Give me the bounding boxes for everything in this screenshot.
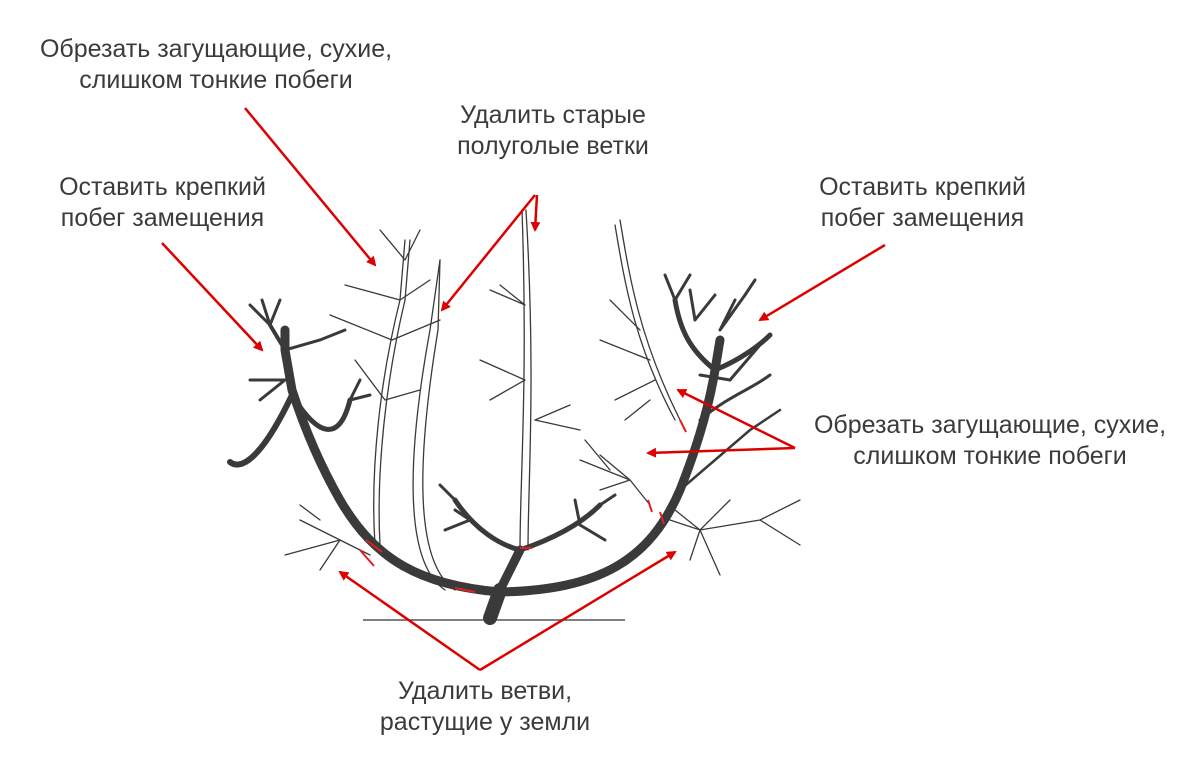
- arrow-right-replacement: [758, 243, 886, 322]
- arrow-top-left-thin: [244, 107, 377, 267]
- arrow-old-branch-2: [530, 194, 541, 232]
- label-cut-thin-right: Обрезать загущающие, сухие, слишком тонк…: [790, 410, 1190, 472]
- label-line: слишком тонкие побеги: [79, 66, 353, 94]
- main-branches: [227, 273, 782, 625]
- arrow-ground-right: [479, 550, 677, 672]
- pointer-arrows: [161, 107, 886, 672]
- arrow-right-thin-2: [646, 446, 796, 458]
- label-line: слишком тонкие побеги: [853, 442, 1127, 470]
- label-keep-replacement-right: Оставить крепкий побег замещения: [790, 172, 1055, 234]
- label-line: растущие у земли: [379, 708, 591, 736]
- thin-branches: [284, 209, 801, 591]
- arrow-ground-left: [338, 570, 481, 672]
- label-remove-old-branches: Удалить старые полуголые ветки: [428, 100, 678, 162]
- arrow-old-branch-1: [440, 194, 536, 312]
- label-line: Оставить крепкий: [59, 173, 266, 201]
- label-line: побег замещения: [820, 204, 1025, 232]
- label-line: полуголые ветки: [457, 132, 649, 160]
- arrow-right-thin-1: [676, 388, 796, 450]
- label-line: побег замещения: [60, 204, 265, 232]
- label-line: Обрезать загущающие, сухие,: [813, 411, 1167, 439]
- label-remove-ground-branches: Удалить ветви, растущие у земли: [360, 676, 610, 738]
- label-line: Удалить ветви,: [397, 677, 573, 705]
- label-cut-thin-top-left: Обрезать загущающие, сухие, слишком тонк…: [20, 34, 412, 96]
- label-keep-replacement-left: Оставить крепкий побег замещения: [30, 172, 295, 234]
- label-line: Удалить старые: [460, 101, 646, 129]
- cut-marks: [359, 419, 687, 593]
- label-line: Оставить крепкий: [819, 173, 1026, 201]
- arrow-left-replacement: [161, 242, 264, 352]
- label-line: Обрезать загущающие, сухие,: [39, 35, 393, 63]
